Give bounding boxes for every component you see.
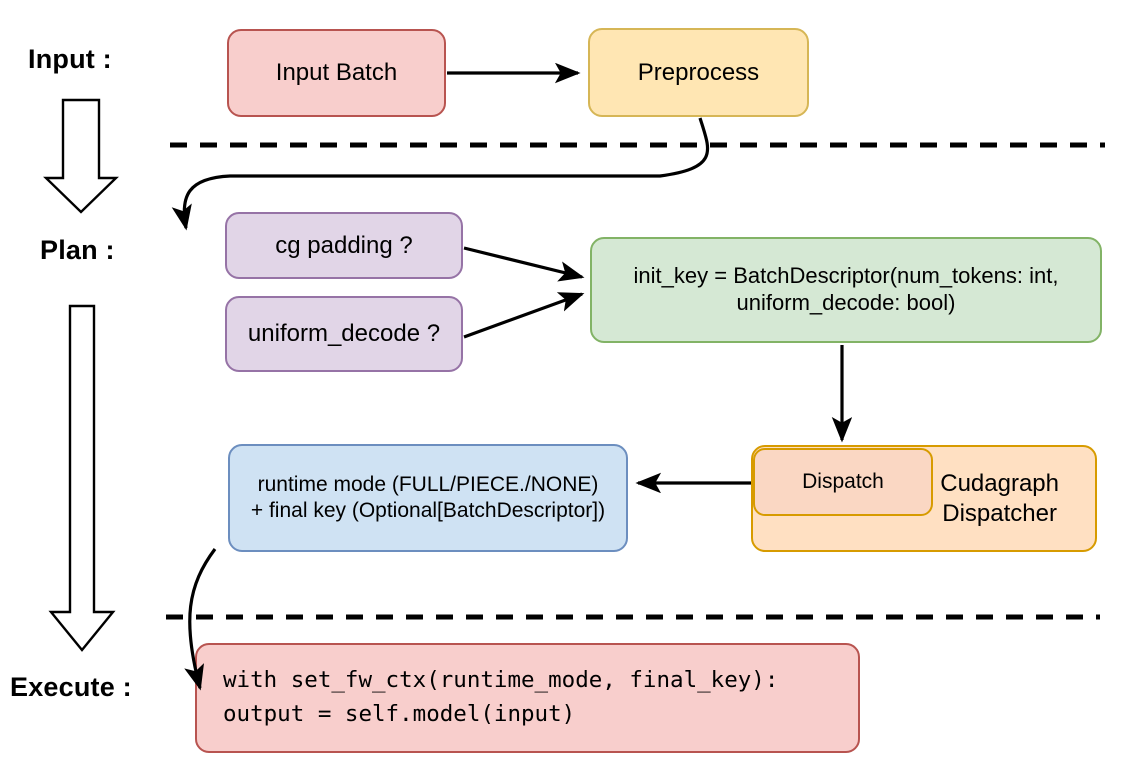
dispatch-label: Dispatch [802, 470, 884, 494]
init-key-label: init_key = BatchDescriptor(num_tokens: i… [633, 263, 1059, 315]
preprocess-label: Preprocess [637, 58, 760, 86]
cg-padding-label: cg padding ? [275, 231, 413, 259]
cudagraph-dispatcher-label: Cudagraph Dispatcher [940, 470, 1059, 527]
preprocess-node[interactable]: Preprocess [588, 28, 809, 117]
uniform-decode-label: uniform_decode ? [247, 320, 441, 348]
uniform-decode-node[interactable]: uniform_decode ? [225, 296, 463, 372]
init-key-node[interactable]: init_key = BatchDescriptor(num_tokens: i… [590, 237, 1102, 343]
input-batch-label: Input Batch [275, 59, 398, 87]
runtime-mode-label: runtime mode (FULL/PIECE./NONE) + final … [250, 473, 606, 522]
dispatch-node[interactable]: Dispatch [753, 448, 933, 516]
stage-label-plan: Plan : [40, 235, 115, 265]
block-arrow-input-to-plan [43, 98, 119, 214]
runtime-mode-node[interactable]: runtime mode (FULL/PIECE./NONE) + final … [228, 444, 628, 552]
input-batch-node[interactable]: Input Batch [227, 29, 446, 117]
connector-cg-padding-to-init-key [463, 246, 585, 282]
cg-padding-node[interactable]: cg padding ? [225, 212, 463, 279]
connector-uniform-decode-to-init-key [463, 292, 585, 339]
stage-label-execute: Execute : [10, 672, 132, 702]
stage-label-input: Input : [28, 44, 112, 74]
execute-code-node[interactable]: with set_fw_ctx(runtime_mode, final_key)… [195, 643, 860, 753]
execute-code-label: with set_fw_ctx(runtime_mode, final_key)… [223, 667, 779, 727]
block-arrow-plan-to-execute [48, 304, 116, 652]
